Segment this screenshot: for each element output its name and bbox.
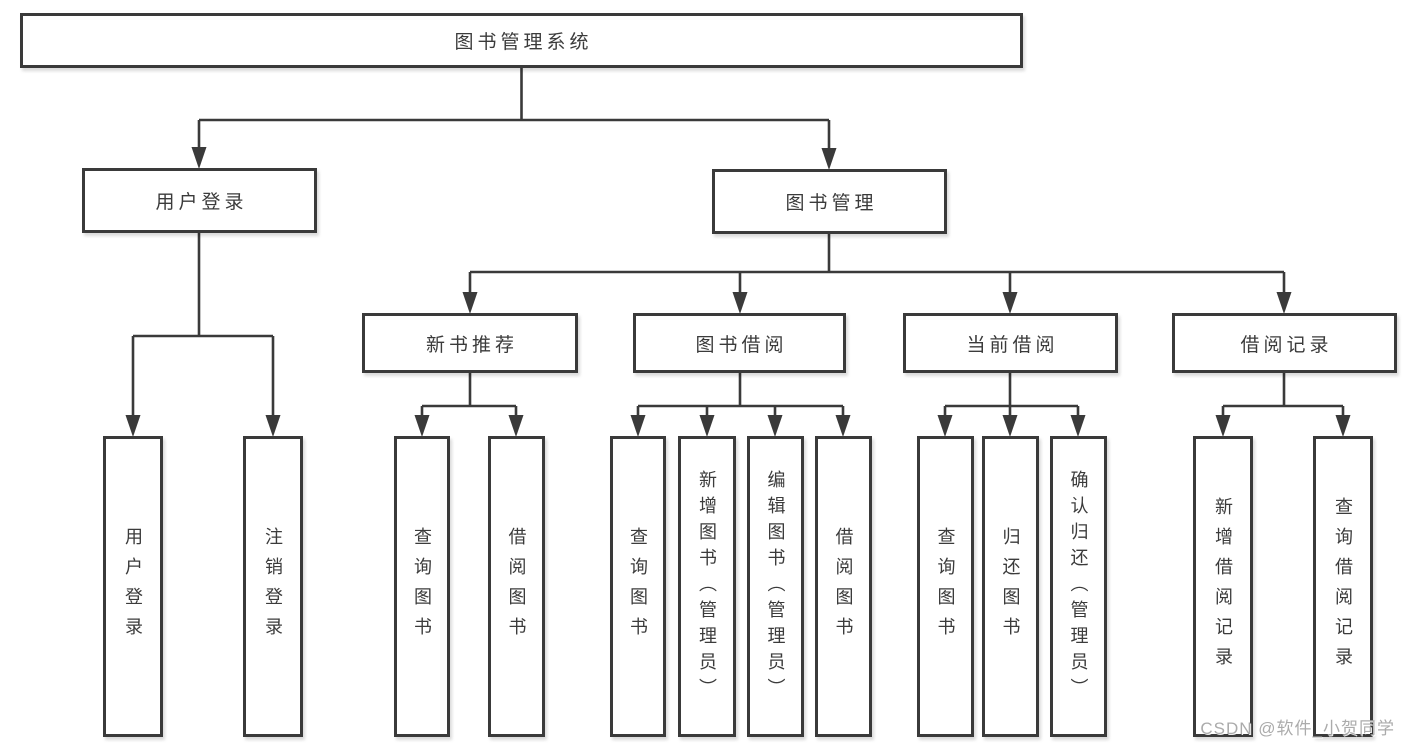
node-label: 图书管理系统 [454, 32, 593, 53]
node-user-login: 用户登录 [82, 168, 317, 233]
node-label: 当前借阅 [966, 334, 1059, 356]
leaf-add-books-admin: 新增图书（管理员） [678, 436, 736, 737]
leaf-query-books-current: 查询图书 [917, 436, 974, 737]
node-new-book-recommendation: 新书推荐 [362, 313, 578, 373]
leaf-logout-login: 注销登录 [243, 436, 303, 737]
leaf-borrow-books: 借阅图书 [815, 436, 872, 737]
leaf-query-books-recommend: 查询图书 [394, 436, 450, 737]
node-label: 用户登录 [155, 192, 248, 213]
leaf-add-borrow-record: 新增借阅记录 [1193, 436, 1253, 737]
leaf-query-borrow-record: 查询借阅记录 [1313, 436, 1373, 737]
leaf-confirm-return-admin: 确认归还（管理员） [1050, 436, 1107, 737]
node-book-management: 图书管理 [712, 169, 947, 234]
node-label: 图书管理 [785, 193, 878, 214]
leaf-query-books-borrow: 查询图书 [610, 436, 666, 737]
leaf-return-books: 归还图书 [982, 436, 1039, 737]
node-label: 新书推荐 [425, 334, 518, 356]
node-library-management-system: 图书管理系统 [20, 13, 1023, 68]
node-label: 图书借阅 [695, 334, 788, 356]
leaf-borrow-books-recommend: 借阅图书 [488, 436, 545, 737]
node-borrowing-records: 借阅记录 [1172, 313, 1397, 373]
watermark: CSDN @软件_小贺同学 [1200, 719, 1395, 738]
node-book-borrowing: 图书借阅 [633, 313, 846, 373]
node-label: 借阅记录 [1240, 334, 1333, 356]
leaf-user-login: 用户登录 [103, 436, 163, 737]
node-current-borrowing: 当前借阅 [903, 313, 1118, 373]
leaf-edit-books-admin: 编辑图书（管理员） [747, 436, 804, 737]
